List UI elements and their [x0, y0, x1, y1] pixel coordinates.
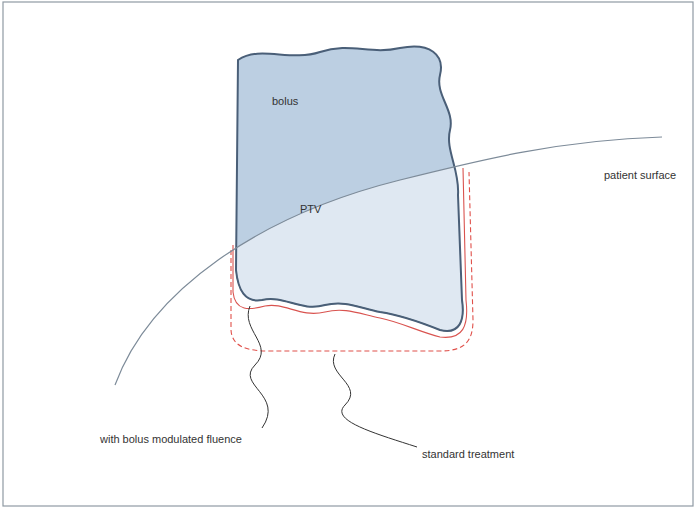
fluence-label: with bolus modulated fluence: [100, 433, 242, 446]
bolus-region: [236, 47, 463, 331]
standard-label: standard treatment: [422, 448, 514, 461]
leader-line: [333, 354, 417, 447]
fluence-contour: [233, 168, 467, 337]
surface-label: patient surface: [604, 169, 676, 182]
patient-surface-line: [115, 137, 662, 385]
ptv-region: [236, 47, 463, 331]
bolus-label: bolus: [272, 95, 298, 108]
fluence-inner-line: [236, 270, 463, 331]
leader-line: [248, 306, 268, 428]
standard-contour: [231, 172, 473, 351]
ptv-label: PTV: [300, 203, 321, 216]
frame: [3, 2, 693, 506]
blob-outline: [236, 47, 463, 331]
